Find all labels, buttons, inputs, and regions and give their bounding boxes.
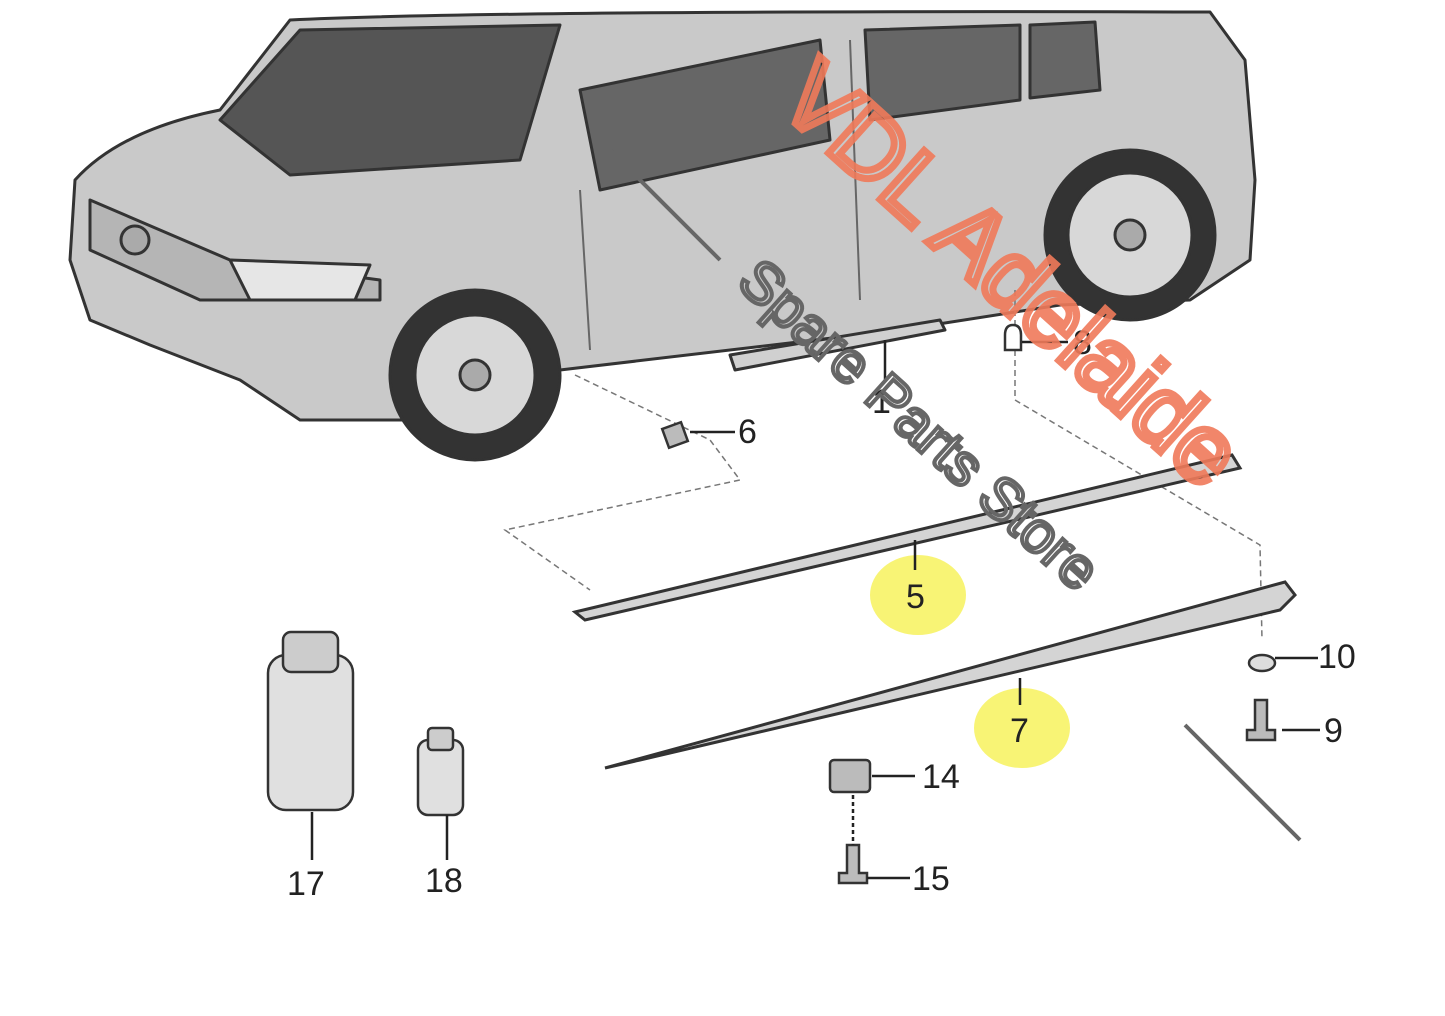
trim-strip-5 xyxy=(571,453,1243,622)
callout-5: 5 xyxy=(906,578,925,616)
callout-7: 7 xyxy=(1010,712,1029,750)
callout-15: 15 xyxy=(912,860,950,898)
callout-6: 6 xyxy=(738,413,757,451)
callout-18: 18 xyxy=(425,862,463,900)
callout-9: 9 xyxy=(1324,712,1343,750)
callout-8: 8 xyxy=(1073,324,1092,362)
highlight-5 xyxy=(870,555,966,635)
callout-17: 17 xyxy=(287,865,325,903)
callout-14: 14 xyxy=(922,758,960,796)
trim-strip-7 xyxy=(604,580,1297,770)
car-illustration xyxy=(68,10,1257,462)
callout-1: 1 xyxy=(872,383,891,421)
leader-lines xyxy=(310,340,1320,880)
highlight-7 xyxy=(974,688,1070,768)
small-parts xyxy=(266,323,1277,885)
callout-10: 10 xyxy=(1318,638,1356,676)
